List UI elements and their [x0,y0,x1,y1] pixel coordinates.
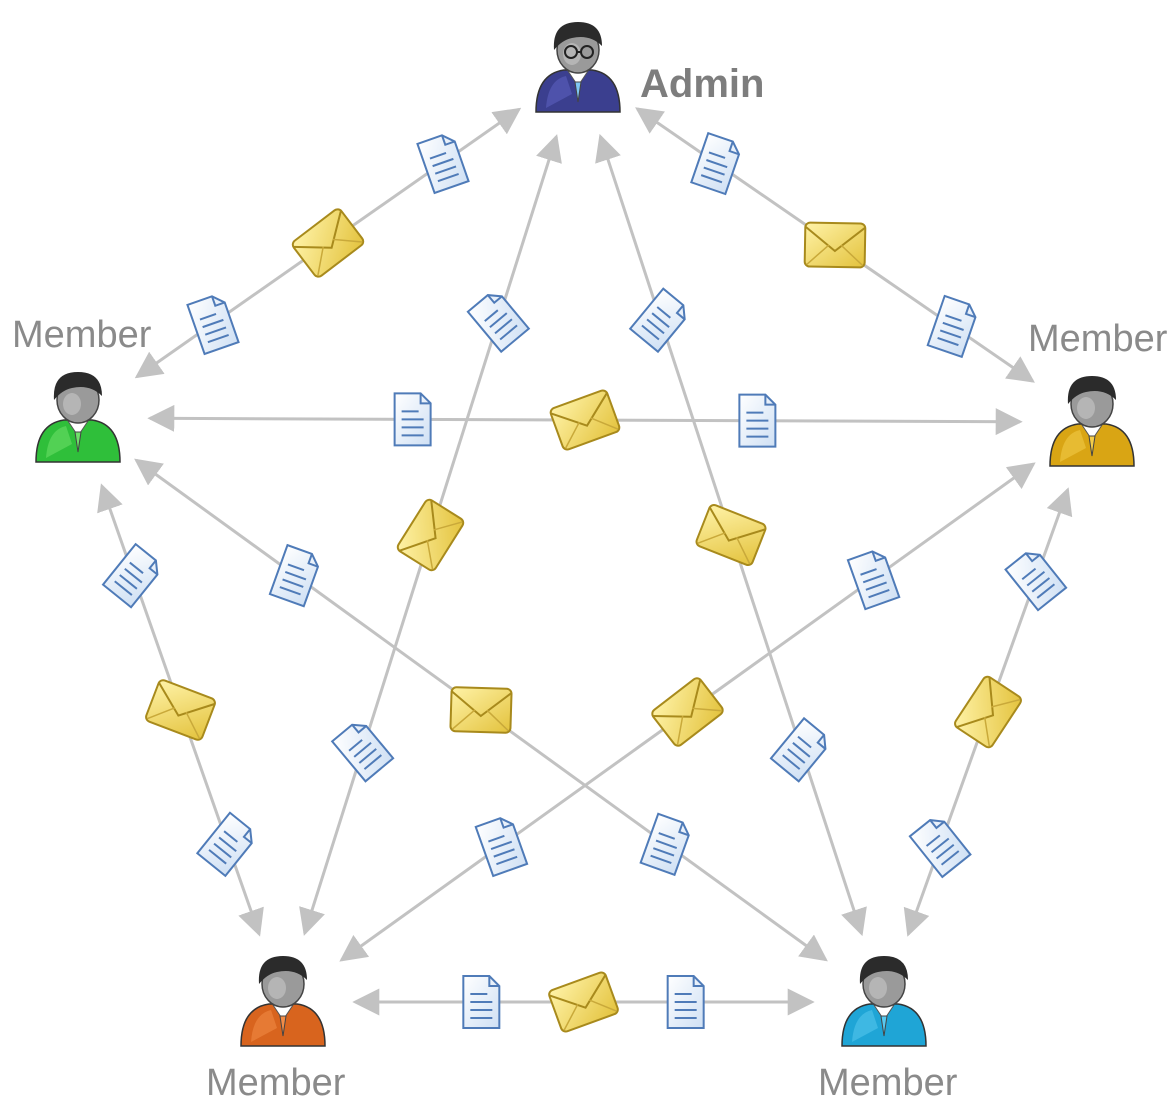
document-icon-link-2-b [330,723,395,783]
person-icon-member-left [35,372,121,463]
envelope-icon-link-4 [549,389,621,451]
envelope-icon-link-3 [695,504,767,566]
person-icon-member-bottom-right [841,956,927,1047]
document-icon-link-6-a [268,543,320,608]
envelope-icon-link-7 [651,677,724,747]
document-icon-link-7-a [846,550,901,611]
message-icons-layer [101,131,1068,1033]
envelope-icon-link-9 [548,971,619,1033]
document-icon-link-5-b [195,811,253,878]
person-icon-admin [535,22,621,113]
node-label-admin: Admin [640,62,765,106]
document-icon-link-9-a [462,975,501,1029]
node-label-member-right: Member [1028,318,1168,360]
document-icon-link-4-b [738,393,777,448]
document-icon-link-1-a [690,131,741,196]
document-icon-link-8-b [908,819,972,879]
person-icon-member-bottom-left [240,956,326,1047]
document-icon-link-1-b [926,294,977,359]
document-icon-link-4-a [393,392,432,447]
document-icon-link-3-b [769,716,827,783]
envelope-icon-link-0 [291,208,365,278]
envelope-icon-link-1 [803,221,867,269]
nodes-layer [35,22,1135,1047]
document-icon-link-3-a [628,287,686,354]
envelope-icon-link-6 [449,686,513,734]
node-label-member-left: Member [12,314,152,356]
envelope-icon-link-2 [396,498,465,572]
node-label-member-bottom-right: Member [818,1062,958,1104]
document-icon-link-5-a [101,542,159,609]
envelope-icon-link-5 [145,679,216,741]
document-icon-link-6-b [639,812,690,877]
document-icon-link-9-b [666,975,705,1029]
links-layer [97,107,1073,1016]
document-icon-link-8-a [1004,552,1068,612]
node-label-member-bottom-left: Member [206,1062,346,1104]
document-icon-link-7-b [474,817,529,878]
envelope-icon-link-8 [954,675,1022,749]
document-icon-link-2-a [466,294,531,354]
document-icon-link-0-b [186,295,240,356]
document-icon-link-0-a [416,134,470,195]
person-icon-member-right [1049,376,1135,467]
